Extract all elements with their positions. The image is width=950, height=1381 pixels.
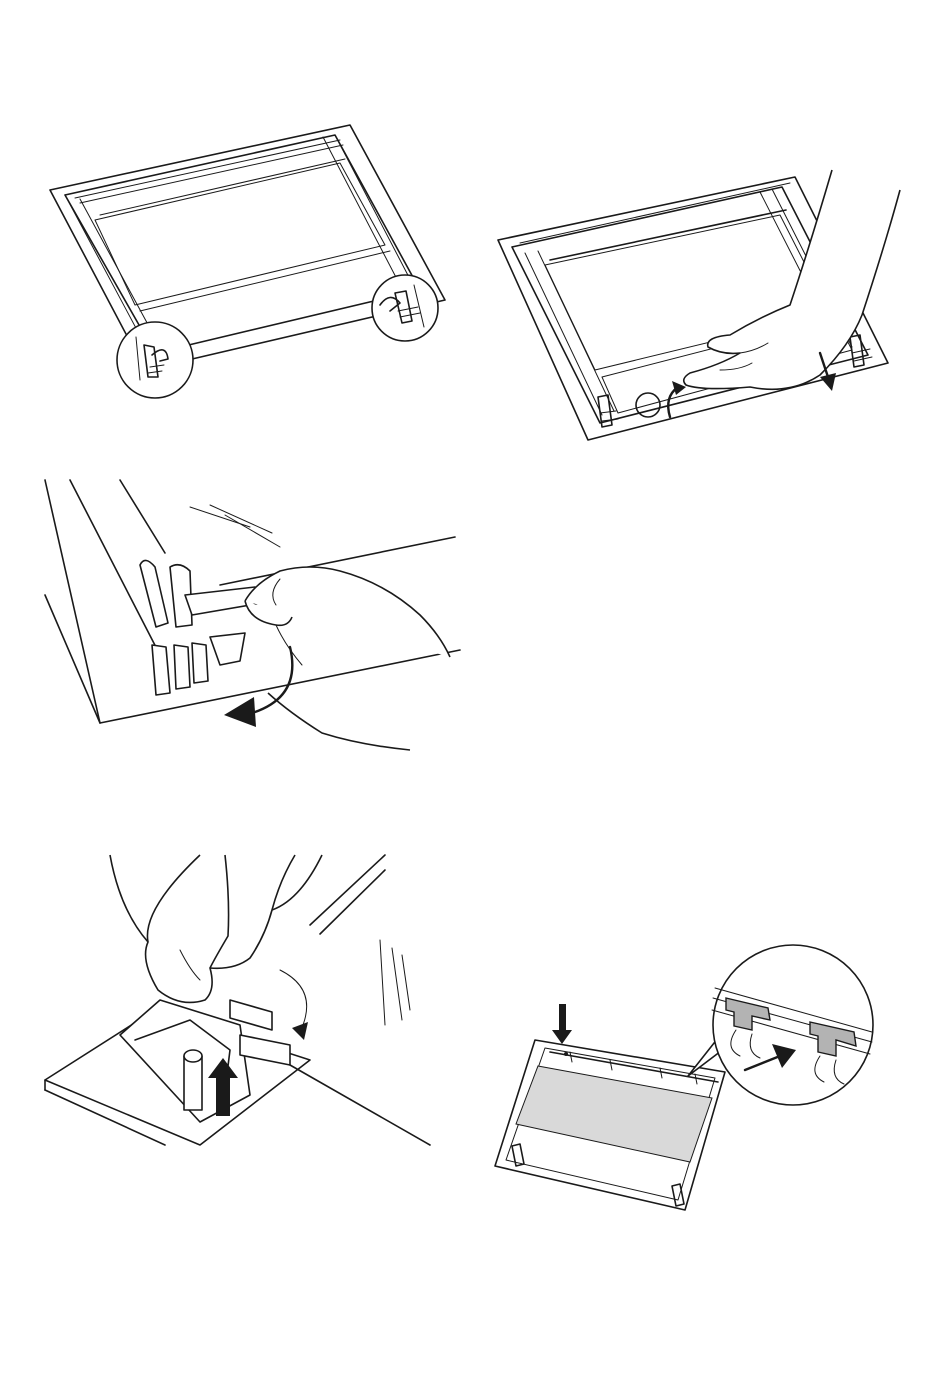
hinge-rotate-illustration	[40, 475, 460, 765]
door-hinges-illustration	[40, 115, 460, 415]
rotate-arrow	[280, 970, 307, 1032]
figure-hinge-lever-rotate	[40, 475, 460, 765]
figure-hinge-lever-pinch	[40, 850, 460, 1150]
hand-icon	[110, 855, 322, 1002]
inner-glass-illustration	[490, 940, 910, 1210]
figure-door-hinges	[40, 115, 460, 415]
figure-door-hand-lift	[490, 165, 920, 455]
right-hinge-magnifier	[372, 275, 438, 341]
door-hand-illustration	[490, 165, 920, 455]
press-down-arrow	[559, 1004, 566, 1034]
hinge-pinch-illustration	[40, 850, 460, 1150]
lift-up-arrow	[216, 1076, 230, 1116]
figure-inner-glass-clips	[490, 940, 910, 1210]
